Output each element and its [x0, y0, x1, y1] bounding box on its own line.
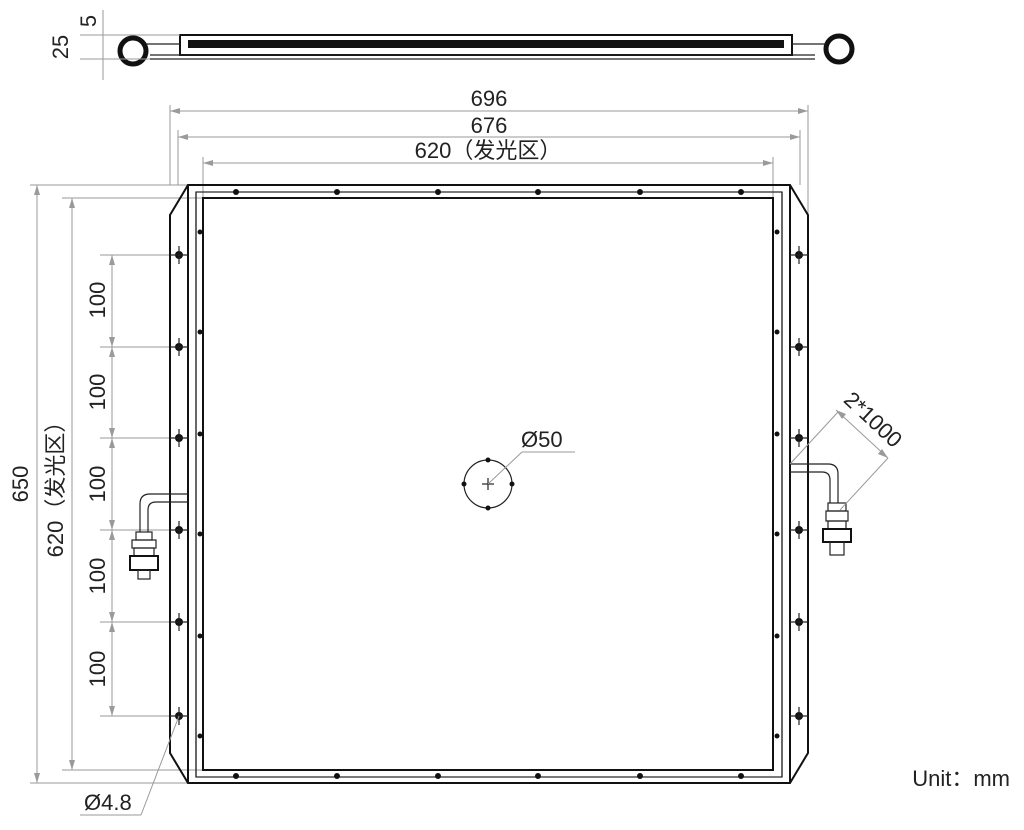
step-label: 5 — [76, 15, 101, 27]
front-view: Ø50 2*1000 — [80, 184, 907, 816]
thickness-label: 25 — [48, 35, 73, 59]
emitting-area — [202, 197, 774, 771]
side-panel-core — [188, 40, 784, 48]
right-cable-inner — [790, 471, 831, 503]
mount-hole-icon — [790, 613, 808, 631]
left-end-cap-icon — [117, 35, 149, 67]
mount-hole-icon — [170, 613, 188, 631]
horizontal-dimensions: 696 676 620（发光区） — [169, 86, 809, 220]
frame-screws — [197, 189, 780, 779]
mount-hole-icon — [170, 521, 188, 539]
mount-hole-icon — [790, 338, 808, 356]
mount-hole-icon — [170, 429, 188, 447]
emitting-height-label: 620（发光区） — [43, 411, 68, 558]
pitch-label-4: 100 — [85, 558, 110, 595]
mount-hole-icon — [790, 521, 808, 539]
pitch-label-1: 100 — [85, 282, 110, 319]
pitch-ticks — [100, 254, 180, 717]
vertical-dimensions: 650 620（发光区） 100 100 — [8, 184, 203, 784]
cable-ext-bottom — [839, 457, 889, 511]
mount-hole-label: Ø4.8 — [84, 790, 132, 815]
mount-hole-icon — [790, 246, 808, 264]
center-hole-leader — [487, 451, 523, 485]
mount-hole-icon — [170, 338, 188, 356]
frame-width-label: 676 — [471, 113, 508, 138]
mount-holes-left — [170, 246, 188, 725]
pitch-label-5: 100 — [85, 651, 110, 688]
overall-width-label: 696 — [471, 86, 508, 111]
mount-hole-icon — [790, 429, 808, 447]
overall-height-label: 650 — [8, 466, 33, 503]
mount-holes-right — [790, 246, 808, 725]
mount-hole-callout: Ø4.8 — [80, 715, 180, 816]
frame-inner-border — [195, 191, 783, 778]
emitting-width-label: 620（发光区） — [415, 138, 562, 163]
right-end-cap-icon — [823, 33, 855, 65]
left-cable-outer — [139, 493, 188, 532]
center-hole-label: Ø50 — [521, 427, 563, 452]
right-connector-body-icon — [822, 528, 852, 543]
mount-hole-icon — [790, 707, 808, 725]
left-connector — [129, 493, 188, 580]
mount-hole-icon — [170, 246, 188, 264]
left-cable-inner — [147, 501, 188, 532]
cable-length-label: 2*1000 — [839, 387, 907, 453]
cable-ext-top — [789, 411, 839, 465]
unit-label: Unit：mm — [912, 766, 1010, 791]
pitch-label-3: 100 — [85, 466, 110, 503]
cable-dim-line — [835, 409, 889, 459]
mount-hole-leader — [140, 715, 180, 816]
right-cable-outer — [790, 463, 839, 503]
side-view: 25 5 — [48, 10, 855, 80]
left-connector-body-icon — [129, 555, 159, 571]
pitch-label-2: 100 — [85, 374, 110, 411]
center-hole: Ø50 — [461, 427, 575, 511]
